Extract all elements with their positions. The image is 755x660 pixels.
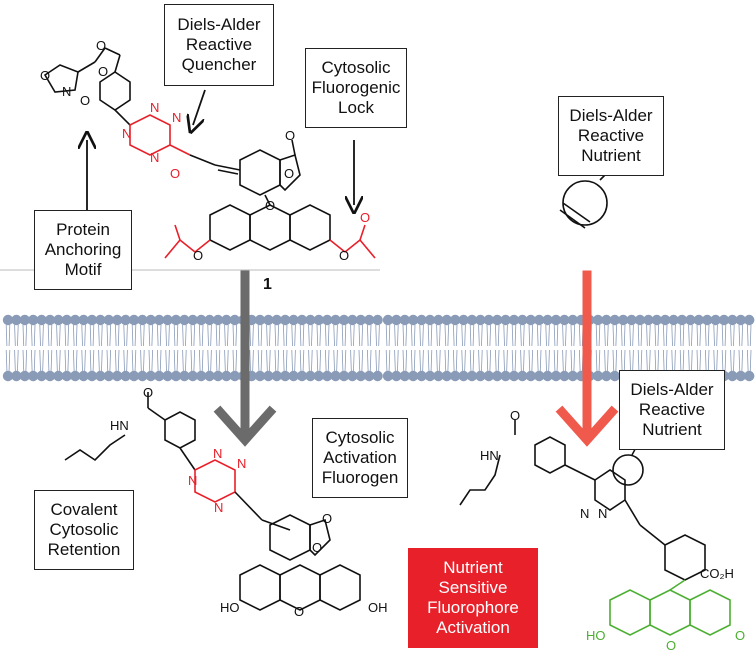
quencher-arrow [193,89,206,125]
atom-o-acetate-left: O [193,248,203,263]
nutrient-adduct-structure [459,420,706,581]
atom-o-acetyl-left: O [170,166,180,181]
atom-n-tz-3: N [122,126,131,141]
atom-n-tz-2: N [172,110,181,125]
atom-n-pyridazine-1: N [580,506,589,521]
acetate-groups [164,224,376,259]
atom-o-green-ring: O [666,638,676,653]
da-quencher-box: Diels-Alder Reactive Quencher [164,4,274,86]
atom-o-green-ketone: O [735,628,745,643]
nutrient-diene [559,169,611,229]
atom-n-tz-7: N [188,473,197,488]
atom-n-pyridazine-2: N [598,506,607,521]
atom-n-succinimide: N [62,84,71,99]
da-nutrient-bottom-box: Diels-Alder Reactive Nutrient [619,370,725,450]
covalent-retention-box: Covalent Cytosolic Retention [34,490,134,570]
atom-o-lactone: O [285,128,295,143]
atom-o-lactone-bottom: O [322,511,332,526]
atom-labels: N O O O O O O O O O HN O O O HO O OH HN … [40,38,734,619]
atom-n-tz-1: N [150,100,159,115]
atom-co2h: CO₂H [700,566,734,581]
gray-process-arrow [213,270,277,447]
atom-n-tz-8: N [214,500,223,515]
atom-o-xanthene-bottom: O [294,604,304,619]
atom-o-1: O [40,68,50,83]
atom-o-ring-bottom: O [312,540,322,555]
atom-n-tz-6: N [237,456,246,471]
atom-o-3: O [96,38,106,53]
cytosolic-activation-box: Cytosolic Activation Fluorogen [312,418,408,498]
atom-o-4: O [98,64,108,79]
atom-labels-green: HO O O [586,628,745,653]
atom-ho-green: HO [586,628,606,643]
atom-o-acetate-right: O [339,248,349,263]
atom-o-ring: O [284,166,294,181]
atom-o-amide-right: O [510,408,520,423]
compound-1-structure [43,47,331,251]
atom-n-tz-4: N [150,150,159,165]
cell-membrane [2,314,755,382]
red-process-arrow [555,270,619,447]
atom-o-amide-left: O [143,385,153,400]
atom-hn-left: HN [110,418,129,433]
atom-n-tz-5: N [213,446,222,461]
anchoring-motif-box: Protein Anchoring Motif [34,210,132,290]
activated-fluorogen-structure [64,392,361,611]
atom-o-acetyl-right: O [360,210,370,225]
fluorogenic-lock-box: Cytosolic Fluorogenic Lock [305,48,407,128]
compound-number: 1 [263,276,272,293]
da-nutrient-top-box: Diels-Alder Reactive Nutrient [558,96,664,176]
nutrient-sensitive-box: Nutrient Sensitive Fluorophore Activatio… [408,548,538,648]
atom-o-xanthene: O [265,198,275,213]
atom-o-2: O [80,93,90,108]
atom-oh-right: OH [368,600,388,615]
atom-labels-red: N N N N O O N N N N [122,100,370,515]
atom-hn-right: HN [480,448,499,463]
fluorescein-active [609,579,731,636]
atom-ho-left: HO [220,600,240,615]
